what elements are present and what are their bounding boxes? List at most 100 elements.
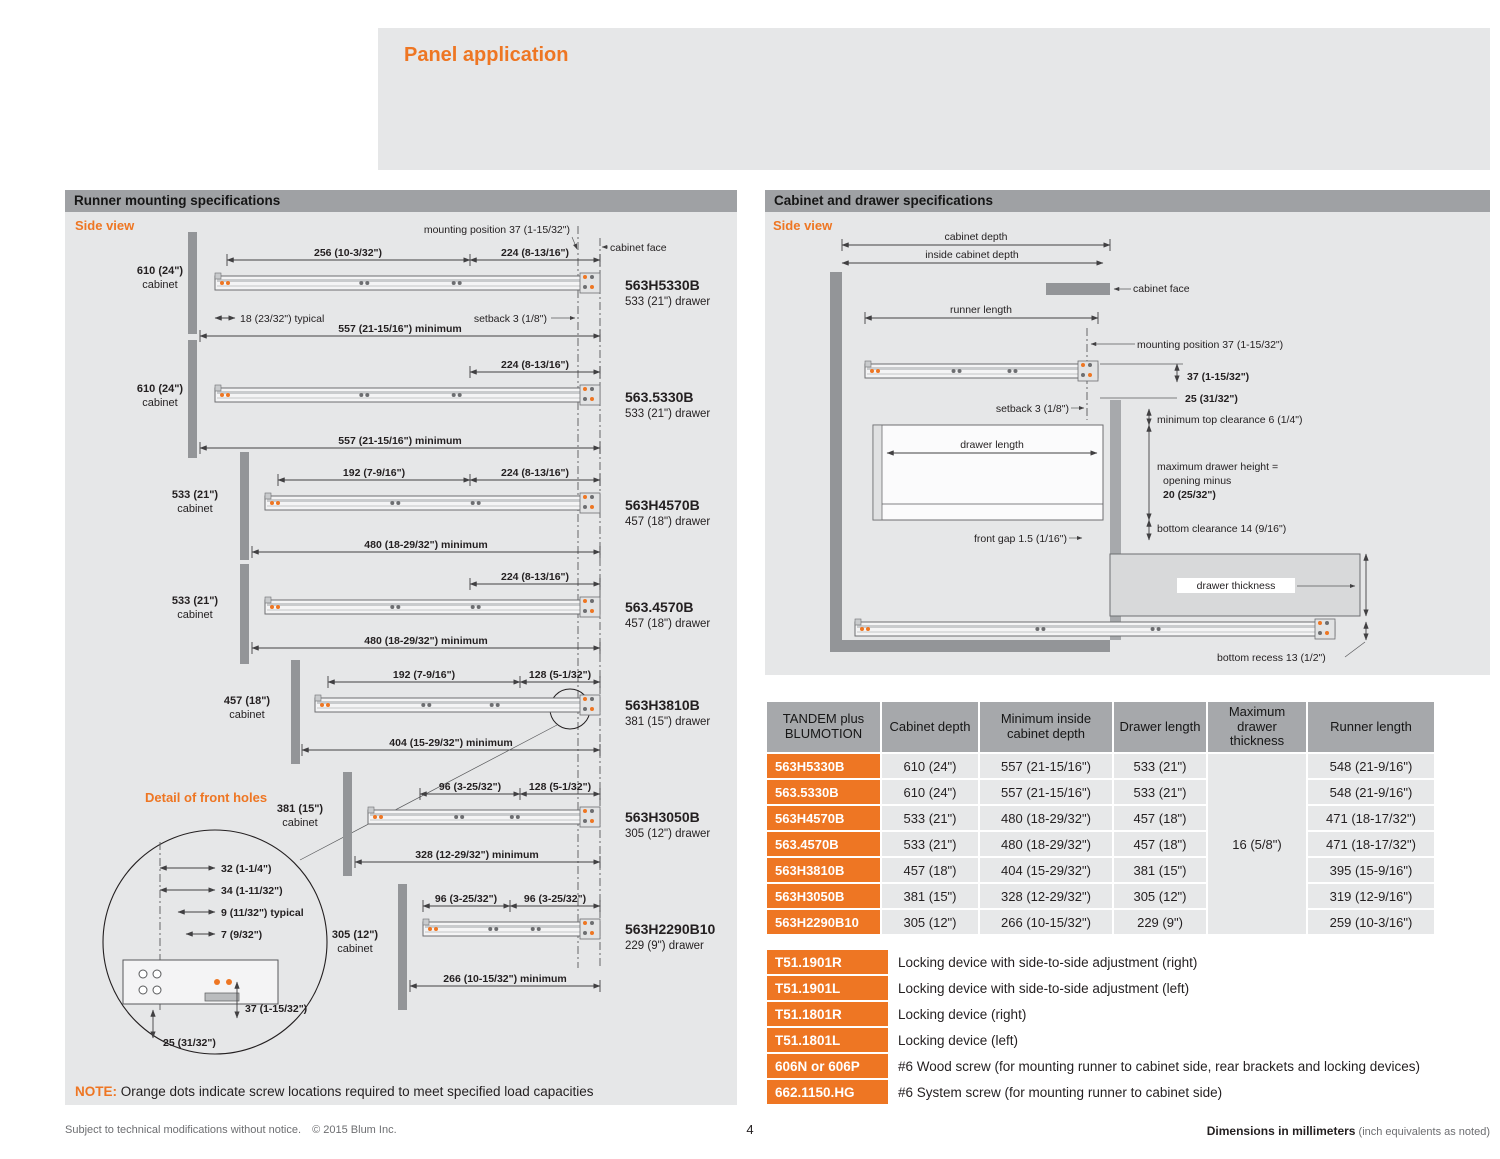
product-name: 563.5330B	[625, 389, 694, 405]
footer-units-rest: (inch equivalents as noted)	[1358, 1126, 1490, 1138]
cabinet-bottom	[830, 640, 1110, 652]
parts-row: 606N or 606P #6 Wood screw (for mounting…	[767, 1054, 1469, 1078]
svg-text:cabinet: cabinet	[177, 609, 212, 621]
runner-row-563H4570B: 533 (21") cabinet 192 (7-9/16") 224 (8-1…	[172, 452, 710, 560]
svg-text:cabinet: cabinet	[177, 503, 212, 515]
col-header-drawer-length: Drawer length	[1114, 702, 1206, 752]
min-inside-cell: 328 (12-29/32")	[980, 884, 1112, 908]
svg-text:480 (18-29/32") minimum: 480 (18-29/32") minimum	[364, 539, 487, 551]
drawer-length-cell: 305 (12")	[1114, 884, 1206, 908]
model-cell: 563.5330B	[767, 780, 880, 804]
svg-text:224 (8-13/16"): 224 (8-13/16")	[501, 571, 569, 583]
svg-text:cabinet: cabinet	[282, 817, 317, 829]
product-name: 563H4570B	[625, 497, 700, 513]
cabinet-front-edge	[1110, 400, 1121, 640]
part-code: 662.1150.HG	[767, 1080, 888, 1104]
runner-row-563.5330B: 610 (24") cabinet 224 (8-13/16") 557 (21…	[137, 340, 710, 458]
cabinet-top-rail	[1046, 283, 1110, 295]
setback-label: setback 3 (1/8")	[996, 403, 1069, 415]
drawer-length-cell: 457 (18")	[1114, 806, 1206, 830]
runner-row-563H2290B10: 305 (12") cabinet 96 (3-25/32") 96 (3-25…	[332, 884, 716, 1010]
col-header-model: TANDEM plus BLUMOTION	[767, 702, 880, 752]
svg-text:cabinet: cabinet	[229, 709, 264, 721]
drawer-length-cell: 533 (21")	[1114, 780, 1206, 804]
runner-row-563H3810B: 457 (18") cabinet 192 (7-9/16") 128 (5-1…	[224, 660, 710, 861]
drawer-length-cell: 457 (18")	[1114, 832, 1206, 856]
svg-text:480 (18-29/32") minimum: 480 (18-29/32") minimum	[364, 635, 487, 647]
svg-text:25 (31/32"): 25 (31/32")	[163, 1037, 216, 1049]
footer-units-bold: Dimensions in millimeters	[1206, 1124, 1356, 1138]
model-cell: 563.4570B	[767, 832, 880, 856]
table-row: 563H5330B 610 (24") 557 (21-15/16") 533 …	[767, 754, 1434, 934]
parts-table: T51.1901R Locking device with side-to-si…	[765, 948, 1471, 1106]
svg-text:9 (11/32") typical: 9 (11/32") typical	[221, 907, 304, 919]
table-row: 563H4570B 533 (21") 480 (18-29/32") 457 …	[767, 806, 1434, 830]
cabinet-back-wall	[830, 272, 842, 652]
inside-cabinet-depth-label: inside cabinet depth	[925, 249, 1019, 261]
drawer-length-cell: 533 (21")	[1114, 754, 1206, 778]
product-name: 563H3810B	[625, 697, 700, 713]
runner-drawing	[214, 272, 601, 294]
drawer-length-cell: 381 (15")	[1114, 858, 1206, 882]
dim-25-label: 25 (31/32")	[1185, 393, 1238, 405]
max-height-label-3: 20 (25/32")	[1163, 489, 1216, 501]
svg-text:cabinet: cabinet	[337, 943, 372, 955]
table-row: 563H3810B 457 (18") 404 (15-29/32") 381 …	[767, 858, 1434, 882]
svg-text:224 (8-13/16"): 224 (8-13/16")	[501, 467, 569, 479]
parts-row: T51.1901L Locking device with side-to-si…	[767, 976, 1469, 1000]
page-banner: Panel application	[378, 28, 1490, 170]
svg-text:192 (7-9/16"): 192 (7-9/16")	[393, 669, 455, 681]
runner-length-label: runner length	[950, 304, 1012, 316]
cabinet-depth-cell: 610 (24")	[882, 754, 978, 778]
svg-text:128 (5-1/32"): 128 (5-1/32")	[529, 781, 591, 793]
svg-text:7 (9/32"): 7 (9/32")	[221, 929, 262, 941]
max-height-label-2: opening minus	[1163, 475, 1231, 487]
setback-label: setback 3 (1/8")	[474, 313, 547, 325]
svg-text:128 (5-1/32"): 128 (5-1/32")	[529, 669, 591, 681]
note-text: Orange dots indicate screw locations req…	[120, 1084, 594, 1099]
parts-row: T51.1901R Locking device with side-to-si…	[767, 950, 1469, 974]
svg-text:610 (24"): 610 (24")	[137, 265, 184, 277]
detail-of-front-holes: Detail of front holes 32 (1-1/4") 34 (1-…	[102, 790, 328, 1055]
cabinet-depth-cell: 610 (24")	[882, 780, 978, 804]
cabinet-depth-cell: 457 (18")	[882, 858, 978, 882]
front-gap-label: front gap 1.5 (1/16")	[974, 533, 1067, 545]
svg-text:256 (10-3/32"): 256 (10-3/32")	[314, 247, 382, 259]
product-drawer: 533 (21") drawer	[625, 296, 710, 308]
runner-drawing	[264, 492, 601, 514]
svg-text:266 (10-15/32") minimum: 266 (10-15/32") minimum	[443, 973, 566, 985]
table-row: 563.4570B 533 (21") 480 (18-29/32") 457 …	[767, 832, 1434, 856]
drawer-thickness-label: drawer thickness	[1197, 580, 1276, 592]
model-cell: 563H2290B10	[767, 910, 880, 934]
svg-text:96 (3-25/32"): 96 (3-25/32")	[439, 781, 501, 793]
part-code: T51.1801L	[767, 1028, 888, 1052]
runner-length-cell: 548 (21-9/16")	[1308, 780, 1434, 804]
svg-text:224 (8-13/16"): 224 (8-13/16")	[501, 247, 569, 259]
runner-length-cell: 471 (18-17/32")	[1308, 832, 1434, 856]
spec-table-header-row: TANDEM plus BLUMOTION Cabinet depth Mini…	[767, 702, 1434, 752]
mounting-position-label: mounting position 37 (1-15/32")	[1137, 339, 1283, 351]
svg-text:457 (18"): 457 (18")	[224, 695, 271, 707]
svg-text:557 (21-15/16") minimum: 557 (21-15/16") minimum	[338, 435, 461, 447]
parts-row: T51.1801L Locking device (left)	[767, 1028, 1469, 1052]
mounting-position-leader	[571, 236, 578, 250]
model-cell: 563H3050B	[767, 884, 880, 908]
svg-text:37 (1-15/32"): 37 (1-15/32")	[245, 1003, 307, 1015]
min-inside-cell: 266 (10-15/32")	[980, 910, 1112, 934]
runner-mounting-panel: Runner mounting specifications Side view…	[65, 190, 737, 1105]
drawer-length-label: drawer length	[960, 439, 1024, 451]
part-desc: #6 System screw (for mounting runner to …	[898, 1084, 1223, 1100]
parts-row: T51.1801R Locking device (right)	[767, 1002, 1469, 1026]
runner-row-563H5330B: 610 (24") cabinet 256 (10-3/32") 224 (8-…	[137, 232, 710, 342]
footer-left: Subject to technical modifications witho…	[65, 1124, 397, 1136]
svg-text:cabinet: cabinet	[142, 279, 177, 291]
svg-text:610 (24"): 610 (24")	[137, 383, 184, 395]
table-row: 563.5330B 610 (24") 557 (21-15/16") 533 …	[767, 780, 1434, 804]
footer-copyright: © 2015 Blum Inc.	[312, 1124, 397, 1136]
min-inside-cell: 557 (21-15/16")	[980, 780, 1112, 804]
drawer-length-cell: 229 (9")	[1114, 910, 1206, 934]
runner-drawing	[367, 806, 601, 828]
footer-notice: Subject to technical modifications witho…	[65, 1124, 302, 1136]
product-name: 563H5330B	[625, 277, 700, 293]
runner-drawing	[864, 360, 1099, 382]
